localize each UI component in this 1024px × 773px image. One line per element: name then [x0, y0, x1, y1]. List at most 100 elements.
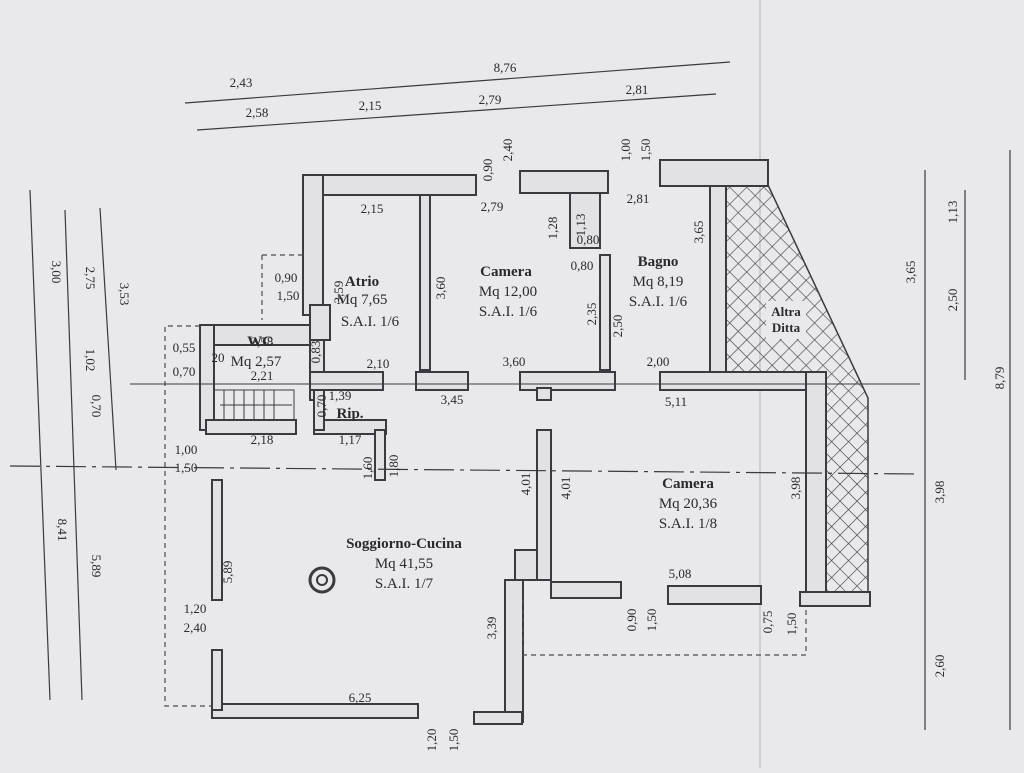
dim-in-511: 5,11	[665, 394, 687, 409]
staircase	[213, 389, 295, 421]
dim-right-113: 1,13	[945, 201, 960, 224]
room-camera-1-sai: S.A.I. 1/6	[479, 304, 538, 320]
neighbor-label: Altra Ditta	[771, 304, 801, 335]
dim-in-401b: 4,01	[558, 477, 573, 500]
terrace-outline	[164, 254, 807, 707]
dim-top-243: 2,43	[230, 75, 253, 90]
dim-in-398: 3,98	[788, 477, 803, 500]
dim-left-589: 5,89	[89, 555, 104, 578]
dim-in-360b: 3,60	[503, 354, 526, 369]
dim-in-401a: 4,01	[518, 473, 533, 496]
dim-in-625: 6,25	[349, 690, 372, 705]
dim-w-100: 1,00	[618, 139, 633, 162]
dim-in-083: 0,83	[308, 341, 323, 364]
dim-in-117: 1,17	[339, 432, 362, 447]
dim-in-070b: 0,70	[173, 364, 196, 379]
dim-in-235: 2,35	[584, 303, 599, 326]
dim-in-090b: 0,90	[624, 609, 639, 632]
dim-in-150b: 1,50	[644, 609, 659, 632]
room-wc: WC Mq 2,57	[231, 334, 282, 370]
dim-in-365: 3,65	[691, 221, 706, 244]
dim-top-258: 2,58	[246, 105, 269, 120]
dim-top-281: 2,81	[626, 82, 649, 97]
dim-in-250: 2,50	[610, 315, 625, 338]
dim-in-080a: 0,80	[577, 232, 600, 247]
room-soggiorno-cucina: Soggiorno-Cucina Mq 41,55 S.A.I. 1/7	[346, 536, 462, 592]
neighbor-label-bg	[766, 301, 806, 339]
dim-right-398: 3,98	[932, 481, 947, 504]
room-camera-1-name: Camera	[480, 264, 532, 280]
neighbor-label-line2: Ditta	[772, 320, 801, 335]
dim-in-215: 2,15	[361, 201, 384, 216]
dim-in-281: 2,81	[627, 191, 650, 206]
dim-in-070: 0,70	[314, 395, 329, 418]
room-camera-2-area: Mq 20,36	[659, 496, 718, 512]
dim-in-200: 2,00	[647, 354, 670, 369]
dim-w-090: 0,90	[480, 159, 495, 182]
dim-in-218: 2,18	[251, 432, 274, 447]
dim-in-139: 1,39	[329, 388, 352, 403]
dim-in-345: 3,45	[441, 392, 464, 407]
room-rip: Rip.	[336, 406, 363, 422]
dim-in-339: 3,39	[484, 617, 499, 640]
room-atrio: Atrio Mq 7,65 S.A.I. 1/6	[337, 274, 400, 330]
room-atrio-area: Mq 7,65	[337, 292, 388, 308]
dim-right-365: 3,65	[903, 261, 918, 284]
dim-in-240b: 2,40	[184, 620, 207, 635]
dim-in-258: 2,58	[251, 334, 274, 349]
room-atrio-sai: S.A.I. 1/6	[341, 314, 400, 330]
neighbor-label-line1: Altra	[771, 304, 801, 319]
room-camera-2-sai: S.A.I. 1/8	[659, 516, 717, 532]
dim-in-150c: 1,50	[784, 613, 799, 636]
dim-in-020: 20	[212, 350, 225, 365]
dim-left-300: 3,00	[49, 261, 64, 284]
dim-left-841: 8,41	[55, 519, 70, 542]
dim-left-353: 3,53	[117, 283, 132, 306]
dim-w-240: 2,40	[500, 139, 515, 162]
room-wc-name: WC	[247, 334, 273, 350]
dim-left-070: 0,70	[89, 395, 104, 418]
dim-in-180: 1,80	[386, 455, 401, 478]
room-rip-name: Rip.	[336, 406, 363, 422]
dim-in-150d: 1,50	[446, 729, 461, 752]
room-camera-1-area: Mq 12,00	[479, 284, 537, 300]
dim-in-150e: 1,50	[175, 460, 198, 475]
room-bagno: Bagno Mq 8,19 S.A.I. 1/6	[629, 254, 688, 310]
dim-right-260: 2,60	[932, 655, 947, 678]
dimension-labels: 8,76 2,43 2,58 2,15 2,79 2,81 2,15 2,79 …	[173, 60, 692, 705]
dim-in-360a: 3,60	[433, 277, 448, 300]
dim-top-total: 8,76	[494, 60, 517, 75]
dim-left-102: 1,02	[83, 349, 98, 372]
dim-in-120a: 1,20	[424, 729, 439, 752]
dim-in-589: 5,89	[220, 561, 235, 584]
dim-in-113: 1,13	[573, 214, 588, 237]
dim-left-275: 2,75	[83, 267, 98, 290]
dim-in-080b: 0,80	[571, 258, 594, 273]
dim-in-090: 0,90	[275, 270, 298, 285]
dim-in-055: 0,55	[173, 340, 196, 355]
walls	[199, 159, 871, 725]
dim-top-215: 2,15	[359, 98, 382, 113]
room-soggiorno-name: Soggiorno-Cucina	[346, 536, 462, 552]
room-bagno-area: Mq 8,19	[633, 274, 684, 290]
dim-in-279: 2,79	[481, 199, 504, 214]
dim-in-100: 1,00	[175, 442, 198, 457]
dim-in-075: 0,75	[760, 611, 775, 634]
room-wc-area: Mq 2,57	[231, 354, 282, 370]
dim-in-150: 1,50	[277, 288, 300, 303]
room-bagno-name: Bagno	[638, 254, 679, 270]
dim-in-508: 5,08	[669, 566, 692, 581]
dim-top-279: 2,79	[479, 92, 502, 107]
dim-in-160: 1,60	[360, 457, 375, 480]
dimension-lines	[29, 61, 1011, 730]
room-soggiorno-sai: S.A.I. 1/7	[375, 576, 434, 592]
dim-in-359: 3,59	[331, 281, 346, 304]
room-soggiorno-area: Mq 41,55	[375, 556, 433, 572]
chimney-symbol	[308, 566, 336, 594]
room-atrio-name: Atrio	[345, 274, 379, 290]
dim-w-150: 1,50	[638, 139, 653, 162]
room-bagno-sai: S.A.I. 1/6	[629, 294, 688, 310]
dim-in-221: 2,21	[251, 368, 274, 383]
